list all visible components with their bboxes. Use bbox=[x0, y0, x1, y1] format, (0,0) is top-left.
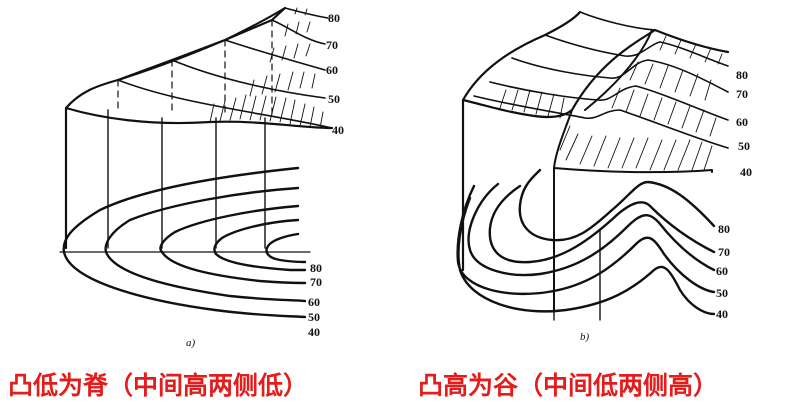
ridge-projection-lines bbox=[107, 109, 266, 249]
valley-map-label: 40 bbox=[716, 307, 728, 321]
panel-b-labels: 80 70 60 50 40 80 70 60 50 40 b) bbox=[580, 68, 752, 343]
valley-top-label: 40 bbox=[740, 165, 752, 179]
valley-block-outline bbox=[461, 10, 730, 272]
valley-plan-contours bbox=[456, 168, 716, 316]
valley-front-face bbox=[553, 29, 713, 311]
ridge-map-label: 60 bbox=[308, 295, 320, 309]
panel-a-labels: 80 70 60 50 40 80 70 60 50 40 a) bbox=[186, 11, 344, 349]
ridge-top-label: 60 bbox=[326, 63, 338, 77]
panel-b-valley bbox=[456, 10, 730, 321]
valley-map-label: 60 bbox=[716, 264, 728, 278]
ridge-map-label: 40 bbox=[308, 325, 320, 339]
ridge-top-label: 40 bbox=[332, 123, 344, 137]
ridge-plan-contours bbox=[62, 166, 307, 319]
ridge-map-label: 50 bbox=[308, 310, 320, 324]
caption-ridge: 凸低为脊（中间高两侧低） bbox=[8, 371, 309, 400]
valley-top-label: 50 bbox=[738, 139, 750, 153]
ridge-top-label: 70 bbox=[326, 38, 338, 52]
valley-top-label: 70 bbox=[736, 87, 748, 101]
panel-b-sub-label: b) bbox=[580, 331, 590, 343]
valley-top-label: 60 bbox=[736, 115, 748, 129]
ridge-face-contours bbox=[117, 7, 333, 129]
valley-map-label: 50 bbox=[716, 286, 728, 300]
valley-map-label: 70 bbox=[718, 245, 730, 259]
ridge-map-label: 70 bbox=[310, 275, 322, 289]
panel-a-ridge bbox=[59, 6, 334, 319]
ridge-dashed-guides bbox=[117, 19, 273, 117]
valley-guide-lines bbox=[553, 229, 601, 321]
panel-a-sub-label: a) bbox=[186, 337, 196, 349]
ridge-block-outline bbox=[64, 6, 334, 250]
ridge-top-label: 50 bbox=[328, 92, 340, 106]
valley-top-label: 80 bbox=[736, 68, 748, 82]
valley-map-label: 80 bbox=[718, 222, 730, 236]
ridge-crest bbox=[117, 7, 286, 81]
ridge-top-label: 80 bbox=[328, 11, 340, 25]
ridge-map-label: 80 bbox=[310, 261, 322, 275]
valley-hatching bbox=[499, 35, 723, 171]
caption-valley: 凸高为谷（中间低两侧高） bbox=[418, 371, 719, 400]
valley-top-contours bbox=[473, 11, 729, 149]
ridge-hatching bbox=[209, 7, 324, 129]
